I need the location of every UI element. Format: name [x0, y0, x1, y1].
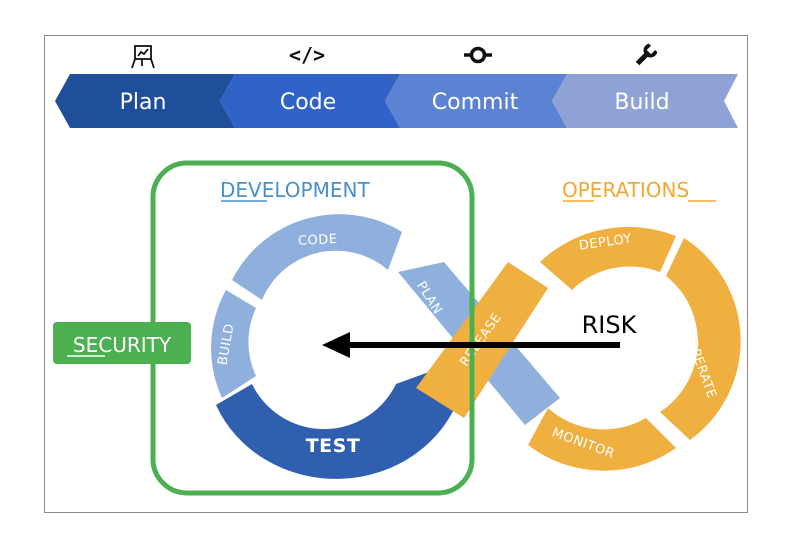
- code-label: CODE: [298, 232, 338, 249]
- stage-commit-label: Commit: [432, 90, 519, 115]
- deploy-segment: [540, 226, 676, 290]
- stage-plan: [55, 74, 235, 128]
- risk-label: RISK: [582, 311, 638, 339]
- operations-loop: DEPLOY OPERATE MONITOR RELEASE: [416, 226, 741, 471]
- easel-chart-icon: [131, 45, 155, 69]
- code-segment: [232, 214, 402, 300]
- development-title: DEVELOPMENT: [220, 178, 370, 202]
- stage-commit: [385, 74, 567, 128]
- stage-code-label: Code: [280, 90, 336, 115]
- stage-code: [220, 74, 400, 128]
- test-label: TEST: [306, 435, 361, 457]
- stage-build-label: Build: [614, 90, 669, 115]
- git-commit-icon: [464, 46, 492, 64]
- pipeline-bar: Plan Code Commit Build: [55, 74, 738, 128]
- security-badge: [53, 322, 191, 364]
- code-brackets-icon: </>: [289, 43, 325, 67]
- wrench-icon: [635, 43, 658, 66]
- risk-arrow-head: [322, 332, 350, 358]
- release-segment: [416, 262, 548, 418]
- operate-segment: [660, 238, 741, 440]
- monitor-segment: [528, 408, 676, 471]
- test-segment: [216, 368, 460, 479]
- operations-title: OPERATIONS: [562, 178, 689, 202]
- security-label: SECURITY: [73, 333, 172, 357]
- deploy-label: DEPLOY: [578, 231, 633, 253]
- build-segment: [211, 290, 256, 398]
- stage-plan-label: Plan: [120, 90, 167, 115]
- build-label: BUILD: [216, 322, 238, 366]
- stage-build: [552, 74, 738, 128]
